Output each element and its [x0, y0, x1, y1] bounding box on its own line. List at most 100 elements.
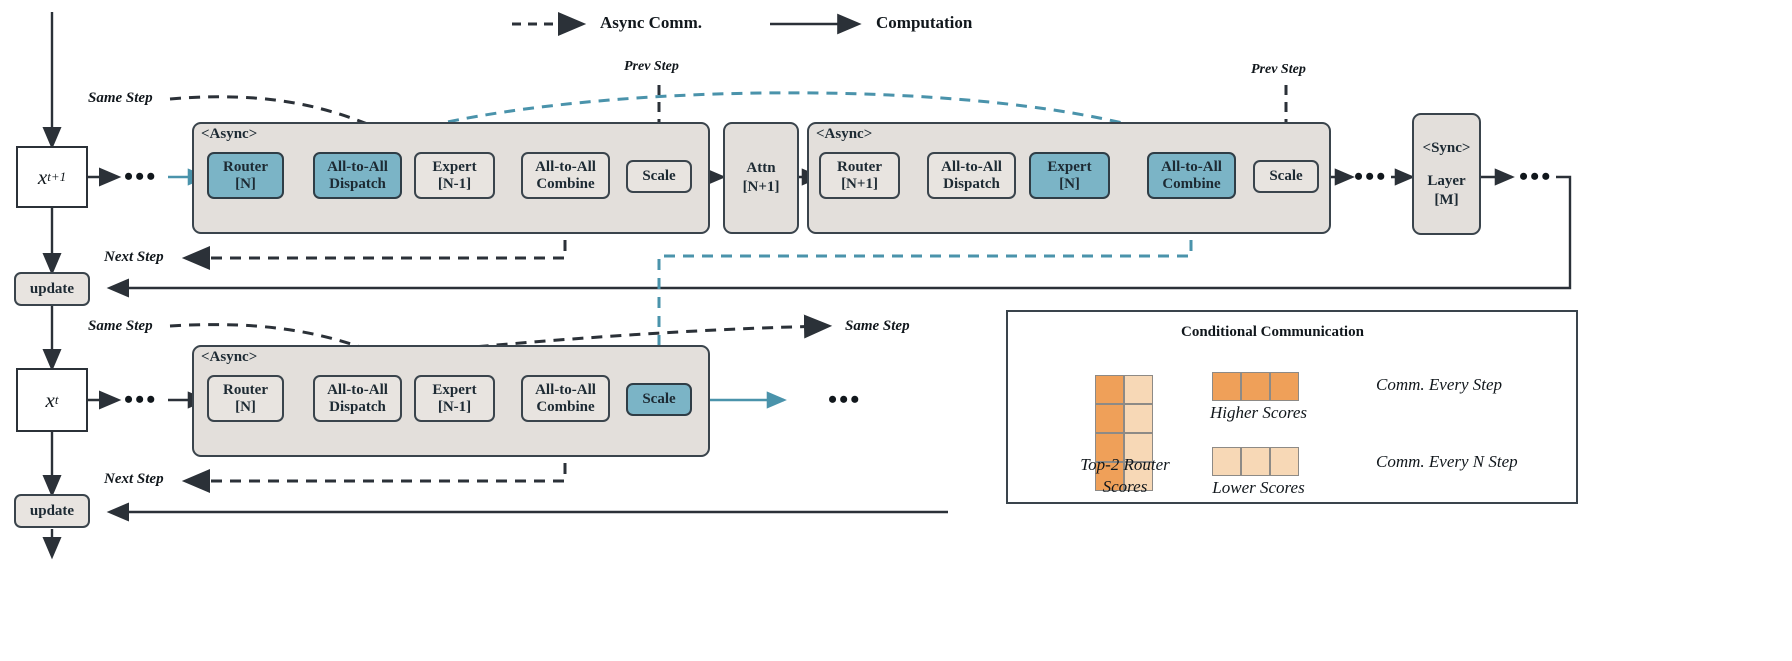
- block-label-line1: Expert: [432, 158, 477, 175]
- block-sync-layer[interactable]: <Sync> Layer [M]: [1412, 113, 1481, 235]
- block-label-line2: [N]: [235, 398, 256, 415]
- block-label-line2: Dispatch: [329, 398, 386, 415]
- update-box-2[interactable]: update: [14, 494, 90, 528]
- update-box-1[interactable]: update: [14, 272, 90, 306]
- block-label-line2: [N-1]: [437, 398, 472, 415]
- block-label-line1: All-to-All: [327, 158, 388, 175]
- layer-label-line2: [M]: [1434, 191, 1459, 208]
- block-bot1-scale[interactable]: Scale: [626, 383, 692, 416]
- block-label-line2: Combine: [536, 175, 595, 192]
- async-tag-top-1: <Async>: [201, 126, 258, 142]
- block-label-line1: Scale: [642, 391, 676, 407]
- strip-cell: [1241, 372, 1270, 401]
- grid-cell: [1095, 462, 1124, 491]
- update-1-label: update: [29, 280, 75, 297]
- wire-wrap-to-update1: [106, 175, 1572, 298]
- state-xt-label: x: [45, 387, 55, 412]
- strip-cell: [1241, 447, 1270, 476]
- higher-scores-strip: [1212, 372, 1299, 401]
- block-bot1-router[interactable]: Router [N]: [207, 375, 284, 422]
- strip-cell: [1212, 447, 1241, 476]
- state-xt1-sub: t+1: [47, 169, 67, 184]
- strip-cell: [1270, 447, 1299, 476]
- anno-next-step-top: Next Step: [104, 249, 164, 265]
- block-bot1-combine[interactable]: All-to-All Combine: [521, 375, 610, 422]
- async-tag-top-2: <Async>: [816, 126, 873, 142]
- legend-computation-label: Computation: [876, 13, 973, 32]
- block-label-line1: Scale: [642, 168, 676, 184]
- ellipsis-bottom-right: •••: [828, 385, 862, 414]
- ellipsis-bottom-left: •••: [124, 385, 158, 414]
- state-xt-sub: t: [54, 392, 59, 407]
- block-label-line2: [N-1]: [437, 175, 472, 192]
- block-top1-scale[interactable]: Scale: [626, 160, 692, 193]
- lower-scores-strip: [1212, 447, 1299, 476]
- anno-same-step-top: Same Step: [88, 90, 153, 106]
- block-bot1-dispatch[interactable]: All-to-All Dispatch: [313, 375, 402, 422]
- block-top2-expert[interactable]: Expert [N]: [1029, 152, 1110, 199]
- block-top1-combine[interactable]: All-to-All Combine: [521, 152, 610, 199]
- block-top2-dispatch[interactable]: All-to-All Dispatch: [927, 152, 1016, 199]
- block-top1-expert[interactable]: Expert [N-1]: [414, 152, 495, 199]
- lower-result-label: Comm. Every N Step: [1376, 452, 1518, 471]
- wire-next-step-bottom: [181, 425, 567, 493]
- grid-label-line2: Scores: [1102, 477, 1148, 496]
- sync-tag: <Sync>: [1422, 139, 1471, 156]
- higher-result-label: Comm. Every Step: [1376, 375, 1503, 394]
- block-bot1-expert[interactable]: Expert [N-1]: [414, 375, 495, 422]
- block-label-line2: Combine: [1162, 175, 1221, 192]
- block-label-line1: All-to-All: [327, 381, 388, 398]
- block-attn[interactable]: Attn [N+1]: [723, 122, 799, 234]
- block-label-line2: [N+1]: [841, 175, 878, 192]
- grid-cell: [1124, 404, 1153, 433]
- block-label-line1: All-to-All: [535, 381, 596, 398]
- block-label-line1: All-to-All: [1161, 158, 1222, 175]
- block-top2-router[interactable]: Router [N+1]: [819, 152, 900, 199]
- state-xt1-label: x: [37, 164, 48, 189]
- anno-prev-step-1: Prev Step: [624, 59, 679, 74]
- anno-next-step-bottom: Next Step: [104, 471, 164, 487]
- grid-cell: [1095, 375, 1124, 404]
- block-top2-scale[interactable]: Scale: [1253, 160, 1319, 193]
- block-label-line1: All-to-All: [941, 158, 1002, 175]
- top2-router-scores-grid: [1095, 375, 1153, 491]
- block-label-line1: Router: [223, 381, 268, 398]
- ellipsis-top-right: •••: [1354, 162, 1388, 191]
- block-label-line1: Expert: [1047, 158, 1092, 175]
- lower-scores-label: Lower Scores: [1212, 478, 1305, 497]
- block-top2-combine[interactable]: All-to-All Combine: [1147, 152, 1236, 199]
- block-label-line2: Dispatch: [943, 175, 1000, 192]
- block-top1-router[interactable]: Router [N]: [207, 152, 284, 199]
- legend-async-label: Async Comm.: [600, 13, 702, 32]
- block-label-line2: Combine: [536, 398, 595, 415]
- block-label-line1: Router: [223, 158, 268, 175]
- anno-same-step-bottom-right: Same Step: [845, 318, 910, 334]
- panel-title: Conditional Communication: [1181, 324, 1364, 340]
- grid-cell: [1124, 375, 1153, 404]
- attn-label-line1: Attn: [746, 160, 776, 176]
- grid-cell: [1124, 433, 1153, 462]
- wire-next-step-top: [181, 202, 567, 270]
- ellipsis-top-left: •••: [124, 162, 158, 191]
- update-2-label: update: [29, 502, 75, 519]
- block-label-line2: Dispatch: [329, 175, 386, 192]
- ellipsis-top-far-right: •••: [1519, 162, 1553, 191]
- block-label-line1: Router: [837, 158, 882, 175]
- block-label-line1: All-to-All: [535, 158, 596, 175]
- attn-label-line2: [N+1]: [742, 179, 780, 195]
- block-top1-dispatch[interactable]: All-to-All Dispatch: [313, 152, 402, 199]
- grid-cell: [1124, 462, 1153, 491]
- higher-scores-label: Higher Scores: [1209, 403, 1308, 422]
- anno-same-step-bottom: Same Step: [88, 318, 153, 334]
- block-label-line1: Expert: [432, 381, 477, 398]
- block-label-line2: [N]: [1059, 175, 1080, 192]
- block-label-line2: [N]: [235, 175, 256, 192]
- grid-cell: [1095, 404, 1124, 433]
- grid-label-line1: Top-2 Router: [1080, 455, 1170, 474]
- strip-cell: [1270, 372, 1299, 401]
- layer-label-line1: Layer: [1427, 172, 1466, 189]
- anno-prev-step-2: Prev Step: [1251, 62, 1306, 77]
